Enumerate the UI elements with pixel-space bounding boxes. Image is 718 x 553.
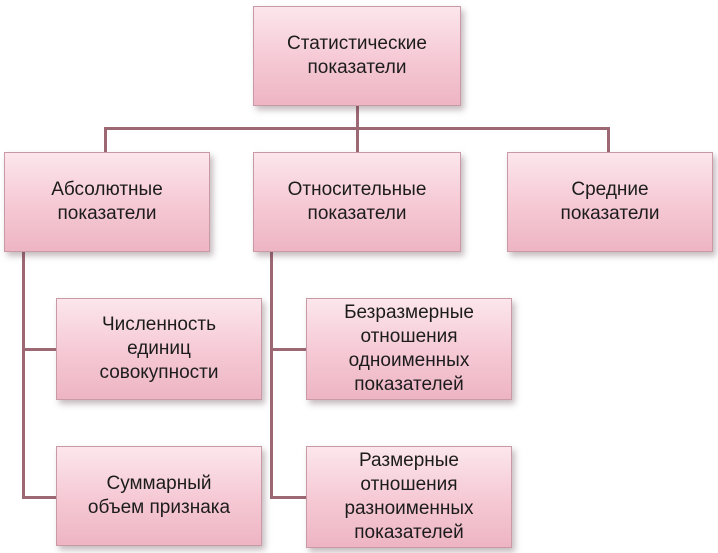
box-dimensionless-ratios: Безразмерные отношения одноименных показ…	[306, 298, 512, 400]
box-population-count: Численность единиц совокупности	[56, 298, 262, 400]
connector-to-absolute	[104, 127, 107, 153]
connector-to-total-volume	[22, 496, 56, 499]
box-absolute-indicators-line-2: показатели	[57, 203, 157, 224]
box-relative-indicators: Относительные показатели	[253, 152, 461, 252]
box-statistical-indicators: Статистические показатели	[253, 6, 461, 106]
box-relative-indicators-line-1: Относительные	[287, 179, 427, 200]
box-dimensionless-ratios-line-1: Безразмерные	[344, 302, 474, 323]
connector-root-down	[356, 106, 359, 129]
box-average-indicators-line-2: показатели	[560, 203, 660, 224]
box-statistical-indicators-line-1: Статистические	[287, 33, 427, 54]
box-dimensionless-ratios-line-4: показателей	[354, 374, 464, 395]
connector-to-average	[607, 127, 610, 153]
connector-absolute-trunk	[22, 252, 25, 499]
box-average-indicators-line-1: Средние	[571, 179, 649, 200]
box-total-attribute-volume-line-2: объем признака	[87, 497, 231, 518]
box-relative-indicators-line-2: показатели	[307, 203, 407, 224]
box-total-attribute-volume-line-1: Суммарный	[106, 473, 212, 494]
box-dimensionless-ratios-line-2: отношения	[360, 326, 458, 347]
connector-to-dimensionless	[270, 348, 306, 351]
box-average-indicators: Средние показатели	[507, 152, 713, 252]
connector-relative-trunk	[270, 252, 273, 499]
box-statistical-indicators-line-2: показатели	[307, 57, 407, 78]
connector-to-relative	[356, 127, 359, 153]
box-absolute-indicators: Абсолютные показатели	[4, 152, 210, 252]
box-dimensional-ratios-line-1: Размерные	[358, 450, 459, 471]
box-dimensionless-ratios-line-3: одноименных	[348, 350, 470, 371]
box-dimensional-ratios-line-3: разноименных	[344, 498, 474, 519]
box-dimensional-ratios-line-4: показателей	[354, 522, 464, 543]
box-total-attribute-volume: Суммарный объем признака	[56, 446, 262, 546]
box-dimensional-ratios-line-2: отношения	[360, 474, 458, 495]
box-population-count-line-1: Численность	[101, 314, 217, 335]
connector-to-population-count	[22, 348, 56, 351]
box-dimensional-ratios: Размерные отношения разноименных показат…	[306, 446, 512, 548]
connector-to-dimensional	[270, 496, 306, 499]
box-population-count-line-3: совокупности	[99, 362, 219, 383]
box-absolute-indicators-line-1: Абсолютные	[51, 179, 163, 200]
box-population-count-line-2: единиц	[127, 338, 191, 359]
